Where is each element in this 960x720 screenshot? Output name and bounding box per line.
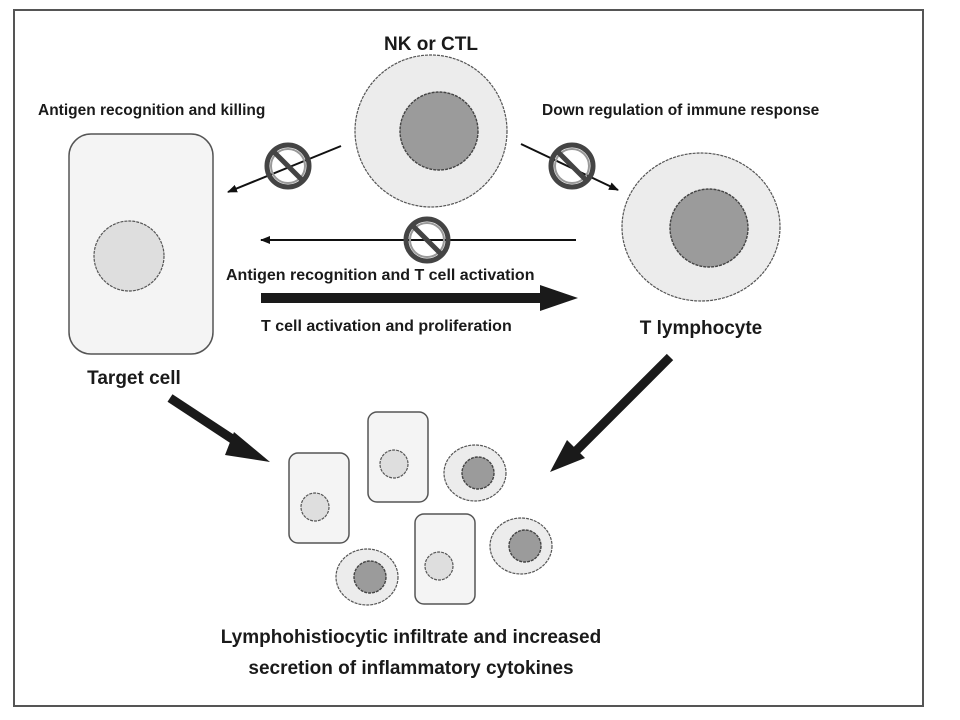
nk-ctl-label: NK or CTL — [384, 34, 478, 55]
infiltrate-cluster — [288, 411, 553, 606]
antigen-t-activation-label: Antigen recognition and T cell activatio… — [226, 267, 534, 284]
target-cell-label: Target cell — [87, 368, 181, 389]
target-cell — [68, 133, 214, 355]
down-regulation-label: Down regulation of immune response — [542, 102, 820, 119]
t-lymphocyte-nucleus — [669, 188, 749, 268]
t-lymphocyte-cell — [621, 152, 781, 302]
killing-arrow — [227, 145, 342, 193]
outcome-label-line1: Lymphohistiocytic infiltrate and increas… — [221, 627, 601, 648]
proliferation-arrowhead — [540, 285, 578, 311]
infiltrate-lymphocyte — [335, 548, 399, 606]
lymphocyte-to-infiltrate-arrowhead — [550, 440, 585, 472]
t-lymphocyte-label: T lymphocyte — [640, 318, 762, 339]
target-cell-nucleus — [93, 220, 165, 292]
prohibition-icon — [548, 142, 596, 190]
infiltrate-target-cell — [367, 411, 429, 503]
t-proliferation-label: T cell activation and proliferation — [261, 318, 512, 335]
outcome-label-line2: secretion of inflammatory cytokines — [248, 658, 573, 679]
infiltrate-target-cell — [288, 452, 350, 544]
infiltrate-lymphocyte — [443, 444, 507, 502]
lymphocyte-to-infiltrate-arrow — [571, 353, 674, 456]
target-to-infiltrate-arrowhead — [225, 432, 270, 462]
antigen-killing-label: Antigen recognition and killing — [38, 102, 265, 119]
infiltrate-lymphocyte — [489, 517, 553, 575]
prohibition-icon — [264, 142, 312, 190]
infiltrate-target-cell — [414, 513, 476, 605]
nk-ctl-nucleus — [399, 91, 479, 171]
nk-ctl-cell — [354, 54, 508, 208]
prohibition-icon — [403, 216, 451, 264]
